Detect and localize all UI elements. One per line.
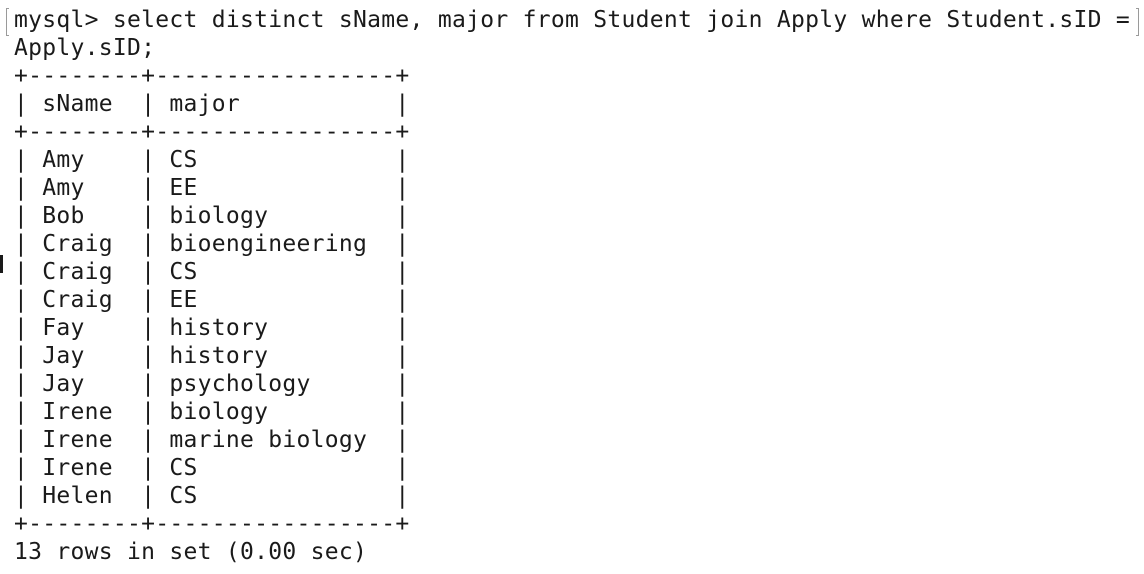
result-summary: 13 rows in set (0.00 sec) xyxy=(14,539,368,565)
table-row: | Craig | bioengineering | xyxy=(14,231,410,257)
table-row: | Craig | EE | xyxy=(14,287,410,313)
window-edge-marker xyxy=(0,255,3,273)
table-row: | Amy | CS | xyxy=(14,147,410,173)
table-row: | Fay | history | xyxy=(14,315,410,341)
table-row: | Craig | CS | xyxy=(14,259,410,285)
command-line-1: mysql> select distinct sName, major from… xyxy=(14,6,1130,34)
table-border-header: +--------+-----------------+ xyxy=(14,119,410,145)
table-header: | sName | major | xyxy=(14,91,410,117)
command-line-2: Apply.sID; xyxy=(14,35,156,61)
table-row: | Irene | CS | xyxy=(14,455,410,481)
table-row: | Irene | biology | xyxy=(14,399,410,425)
table-row: | Irene | marine biology | xyxy=(14,427,410,453)
table-row: | Jay | psychology | xyxy=(14,371,410,397)
table-row: | Amy | EE | xyxy=(14,175,410,201)
table-row: | Helen | CS | xyxy=(14,483,410,509)
table-border-top: +--------+-----------------+ xyxy=(14,63,410,89)
prompt: mysql> xyxy=(14,7,113,33)
table-row: | Bob | biology | xyxy=(14,203,410,229)
command-text: select distinct sName, major from Studen… xyxy=(112,7,1131,33)
table-row: | Jay | history | xyxy=(14,343,410,369)
selection-bracket-left xyxy=(6,8,9,36)
selection-bracket-right xyxy=(1136,8,1139,36)
table-border-bottom: +--------+-----------------+ xyxy=(14,511,410,537)
